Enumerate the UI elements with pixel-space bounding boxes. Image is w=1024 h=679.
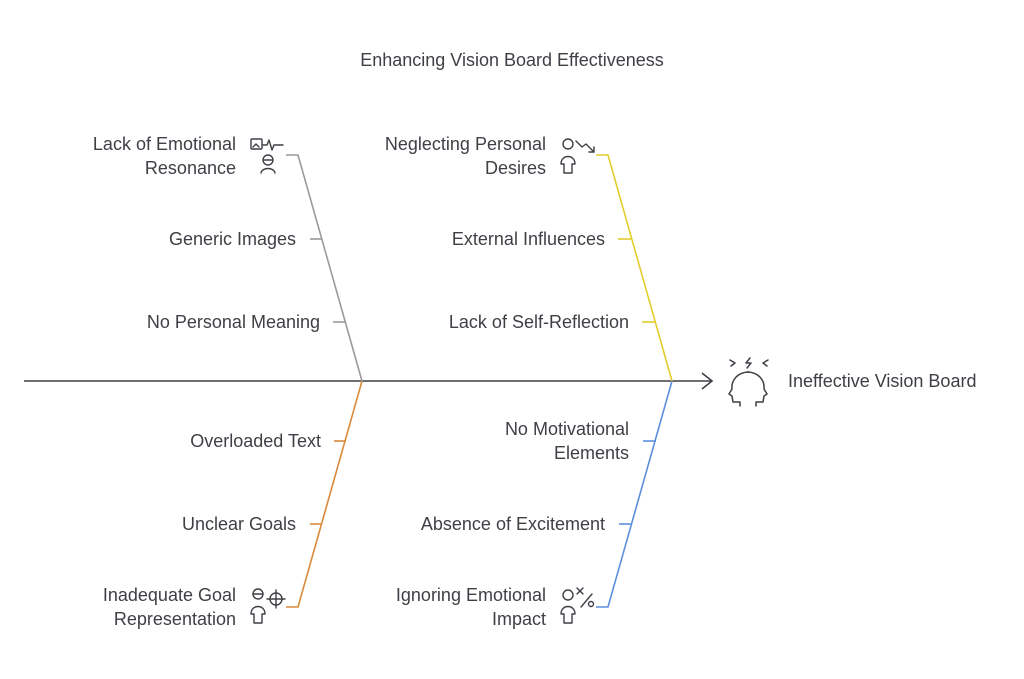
person-arrow-icon — [560, 138, 595, 174]
bone-desires — [596, 154, 673, 382]
effect-label: Ineffective Vision Board — [788, 371, 977, 391]
cause-absence-of-excitement: Absence of Excitement — [420, 514, 605, 534]
category-emotional-label: Lack of Emotional Resonance — [92, 134, 236, 178]
category-desires-label: Neglecting Personal Desires — [384, 134, 546, 178]
bone-goals — [286, 380, 363, 608]
category-goals-label: Inadequate Goal Representation — [102, 585, 236, 629]
cause-lack-of-self-reflection: Lack of Self-Reflection — [448, 312, 629, 332]
category-motivation-label: Ignoring Emotional Impact — [395, 585, 546, 629]
frustrated-heads-icon — [728, 357, 769, 407]
person-percent-icon — [560, 587, 595, 624]
cause-generic-images: Generic Images — [168, 229, 296, 249]
spine-arrowhead — [701, 372, 714, 390]
bone-motivation — [596, 380, 673, 608]
image-pulse-person-icon — [250, 138, 284, 174]
bone-emotional — [286, 154, 363, 382]
cause-external-influences: External Influences — [451, 229, 605, 249]
cause-unclear-goals: Unclear Goals — [181, 514, 296, 534]
cause-overloaded-text: Overloaded Text — [190, 431, 321, 451]
diagram-title: Enhancing Vision Board Effectiveness — [360, 50, 664, 70]
cause-no-personal-meaning: No Personal Meaning — [146, 312, 320, 332]
person-target-icon — [250, 588, 286, 624]
cause-no-motivational-elements: No Motivational Elements — [504, 419, 629, 463]
